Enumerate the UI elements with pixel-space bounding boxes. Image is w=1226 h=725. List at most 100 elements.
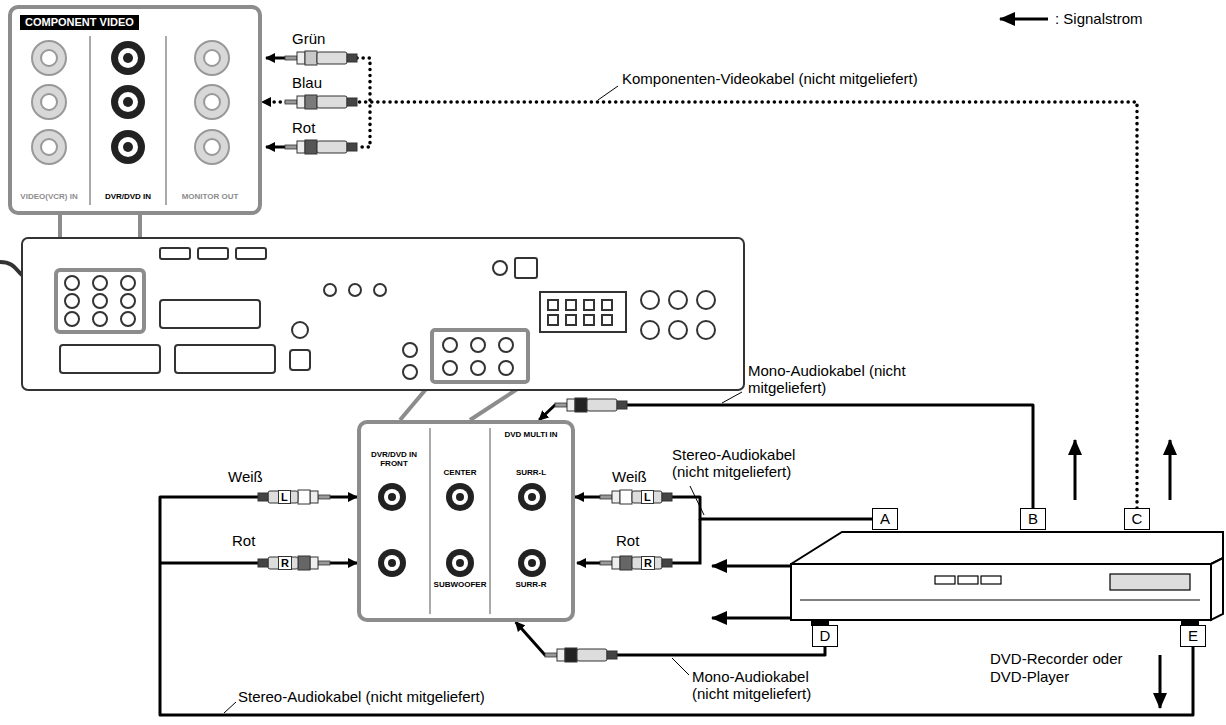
legend-arrow	[1000, 18, 1048, 21]
audio-jacks	[524, 489, 540, 505]
cable-label: Grün	[292, 30, 325, 47]
receiver-back-panel	[566, 315, 576, 325]
audio-jacks	[456, 559, 464, 567]
jack-label: SURR-L	[490, 468, 572, 477]
component-jacks	[195, 130, 229, 164]
receiver-back-panel	[93, 312, 107, 326]
signal-arrow	[1159, 655, 1162, 708]
receiver-back-panel	[669, 321, 687, 339]
component-jacks	[123, 142, 133, 152]
leader-line	[672, 658, 689, 675]
receiver-back-panel	[499, 361, 513, 375]
cable-label: Rot	[616, 532, 639, 549]
audio-jacks	[384, 555, 400, 571]
component-jacks	[123, 97, 133, 107]
component-jacks	[32, 41, 66, 75]
cable-branches	[266, 146, 285, 149]
audio-jacks	[452, 489, 468, 505]
callout-letter: B	[1028, 509, 1038, 528]
player-outline	[800, 600, 1200, 601]
callout-letter: C	[1132, 509, 1143, 528]
component-jacks	[32, 36, 229, 205]
receiver-back-panel	[236, 248, 266, 259]
cable-label: Stereo-Audiokabel (nicht mitgeliefert)	[672, 446, 814, 481]
player-outline	[981, 576, 1001, 584]
audio-jacks	[384, 489, 540, 571]
cable-label: Stereo-Audiokabel (nicht mitgeliefert)	[238, 688, 485, 705]
plug	[600, 556, 672, 570]
audio-jacks	[524, 555, 540, 571]
audio-jacks	[518, 549, 546, 577]
receiver-back-panel	[175, 345, 275, 373]
player-outline	[1110, 574, 1190, 590]
callout-letter: C	[1124, 508, 1150, 530]
signal-arrow	[1169, 440, 1172, 500]
audio-jacks	[429, 428, 431, 614]
callout-letter: D	[812, 625, 838, 647]
component-jacks	[195, 41, 229, 75]
audio-jacks	[378, 483, 546, 577]
plug	[555, 398, 627, 412]
receiver-back-panel	[443, 338, 457, 352]
jack-label: DVR/DVD IN FRONT	[361, 450, 427, 468]
component-jacks	[118, 137, 138, 157]
audio-jacks	[489, 428, 491, 614]
receiver-back-panel	[471, 361, 485, 375]
receiver-back-panel	[403, 343, 417, 357]
audio-jacks	[388, 493, 536, 567]
receiver-back-panel	[65, 294, 79, 308]
component-jacks	[195, 85, 229, 119]
receiver-back-panel	[443, 361, 457, 375]
component-jacks	[111, 41, 145, 75]
cable-branches	[160, 562, 258, 565]
receiver-back-panel	[602, 300, 612, 310]
leader-line	[598, 86, 618, 100]
plug	[258, 556, 330, 570]
component-jacks	[111, 85, 145, 119]
receiver-back-panel	[93, 276, 107, 290]
jack-label: MONITOR OUT	[165, 192, 255, 201]
audio-jacks	[456, 493, 464, 501]
receiver-back-panel	[349, 284, 361, 296]
cable-label: Rot	[232, 532, 255, 549]
component-jacks	[204, 50, 220, 66]
receiver-back-panel	[160, 248, 190, 259]
leader-line	[224, 86, 742, 713]
plug	[258, 490, 330, 504]
callout-letter: E	[1188, 626, 1198, 645]
receiver-back-panel	[515, 258, 537, 278]
player-outline	[791, 532, 1223, 564]
cable-label: Komponenten-Videokabel (nicht mitgeliefe…	[622, 70, 918, 87]
cable-label: Blau	[292, 74, 322, 91]
receiver-back-panel	[93, 294, 107, 308]
cable-label: Weiß	[228, 468, 263, 485]
receiver-back-panel	[499, 338, 513, 352]
audio-jacks	[378, 483, 406, 511]
legend-text: : Signalstrom	[1055, 10, 1143, 27]
component-jacks	[204, 94, 220, 110]
plug-letter: R	[641, 556, 655, 570]
component-jacks	[118, 92, 138, 112]
receiver-back-panel	[548, 315, 558, 325]
receiver-back-panel	[641, 291, 659, 309]
callout-letter: E	[1180, 625, 1206, 647]
audio-jacks	[446, 549, 474, 577]
plug	[600, 490, 672, 504]
receiver-back-panel	[198, 248, 228, 259]
plug	[258, 51, 672, 662]
receiver-back-panel	[121, 276, 135, 290]
plug-letter: L	[641, 490, 654, 504]
audio-jacks	[528, 559, 536, 567]
cable-branches	[330, 562, 357, 565]
leader-line	[690, 486, 704, 515]
plug	[285, 95, 357, 109]
audio-jacks	[446, 483, 474, 511]
player-outline	[1211, 558, 1223, 620]
receiver-back-panel	[22, 238, 744, 390]
receiver-back-panel	[65, 312, 79, 326]
callout-letter: D	[820, 626, 831, 645]
receiver-back-panel	[432, 330, 528, 382]
